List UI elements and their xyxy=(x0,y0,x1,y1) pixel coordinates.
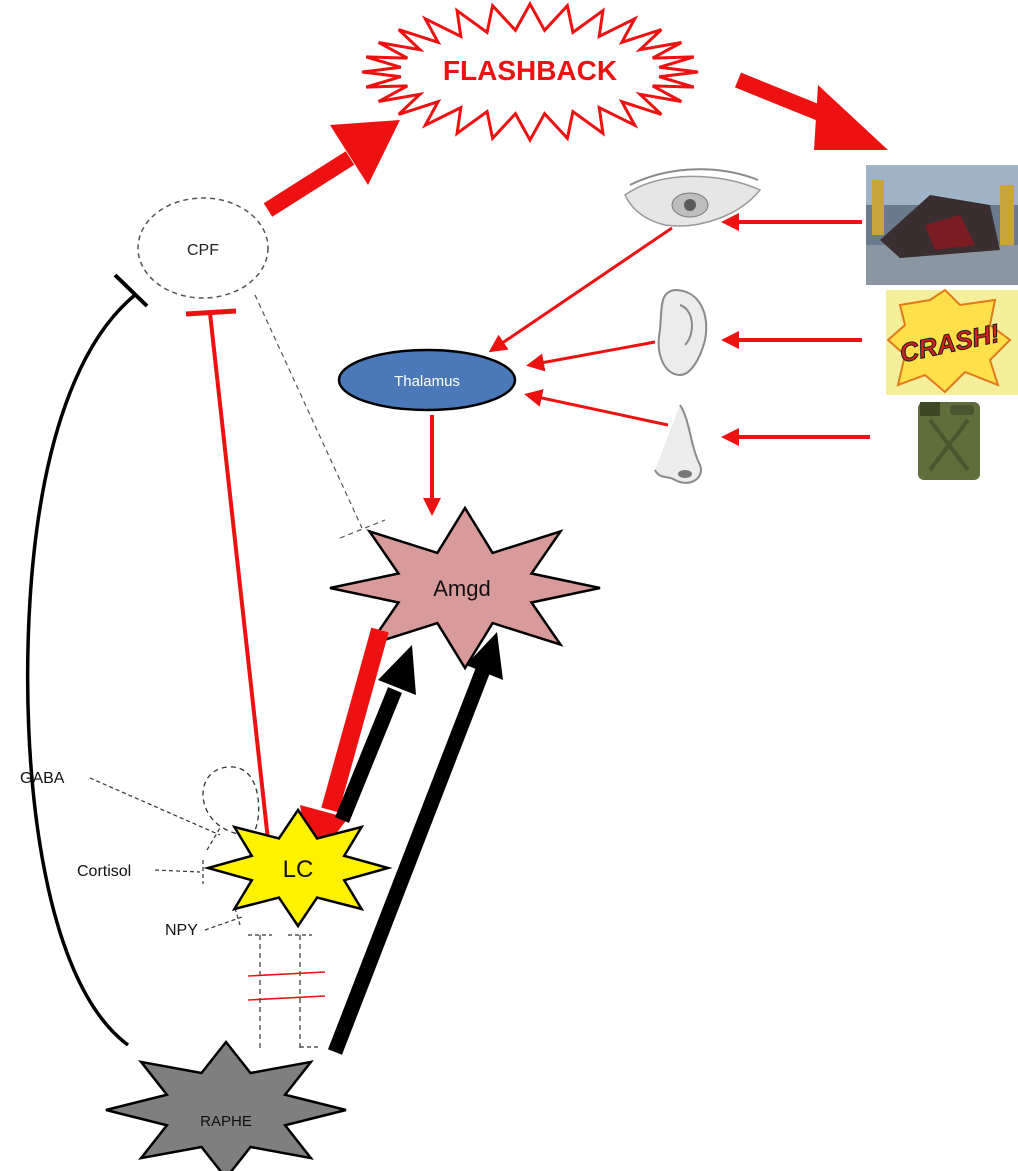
gaba-label: GABA xyxy=(20,770,65,787)
raphe-node: RAPHE xyxy=(105,1039,347,1171)
nose-icon xyxy=(654,404,702,484)
cpf-label: CPF xyxy=(187,242,219,259)
amgd-node: Amgd xyxy=(329,505,601,671)
flashback-label: FLASHBACK xyxy=(443,55,617,86)
raphe-lc-connectors xyxy=(247,934,326,1050)
crash-sound-image: CRASH! xyxy=(886,288,1018,395)
flashback-burst: FLASHBACK xyxy=(361,0,699,144)
car-crash-image xyxy=(866,165,1018,285)
raphe-label: RAPHE xyxy=(200,1113,252,1130)
ear-icon xyxy=(657,288,708,377)
flashback-to-stimuli-arrow xyxy=(735,72,888,150)
npy-label: NPY xyxy=(165,922,198,939)
lc-node: LC xyxy=(203,807,393,929)
lc-to-amgd-arrow xyxy=(335,645,416,823)
stimulus-arrows xyxy=(721,213,870,446)
thalamus-node: Thalamus xyxy=(337,348,517,412)
lc-modulators: GABA Cortisol NPY xyxy=(20,766,260,939)
cortisol-label: Cortisol xyxy=(77,863,131,880)
sense-to-thalamus-arrows xyxy=(488,226,673,427)
cpf-amgd-inhibition xyxy=(254,294,386,539)
lc-label: LC xyxy=(283,856,314,883)
cpf-node: CPF xyxy=(137,197,269,299)
amgd-label: Amgd xyxy=(433,576,490,601)
jerrycan-image xyxy=(918,402,980,480)
lc-cpf-inhibition xyxy=(185,308,272,859)
raphe-cpf-inhibition xyxy=(25,273,149,1047)
thalamus-label: Thalamus xyxy=(394,373,460,390)
raphe-to-amgd-arrow xyxy=(328,632,503,1055)
cpf-to-flashback-arrow xyxy=(263,120,400,217)
eye-icon xyxy=(624,168,762,227)
